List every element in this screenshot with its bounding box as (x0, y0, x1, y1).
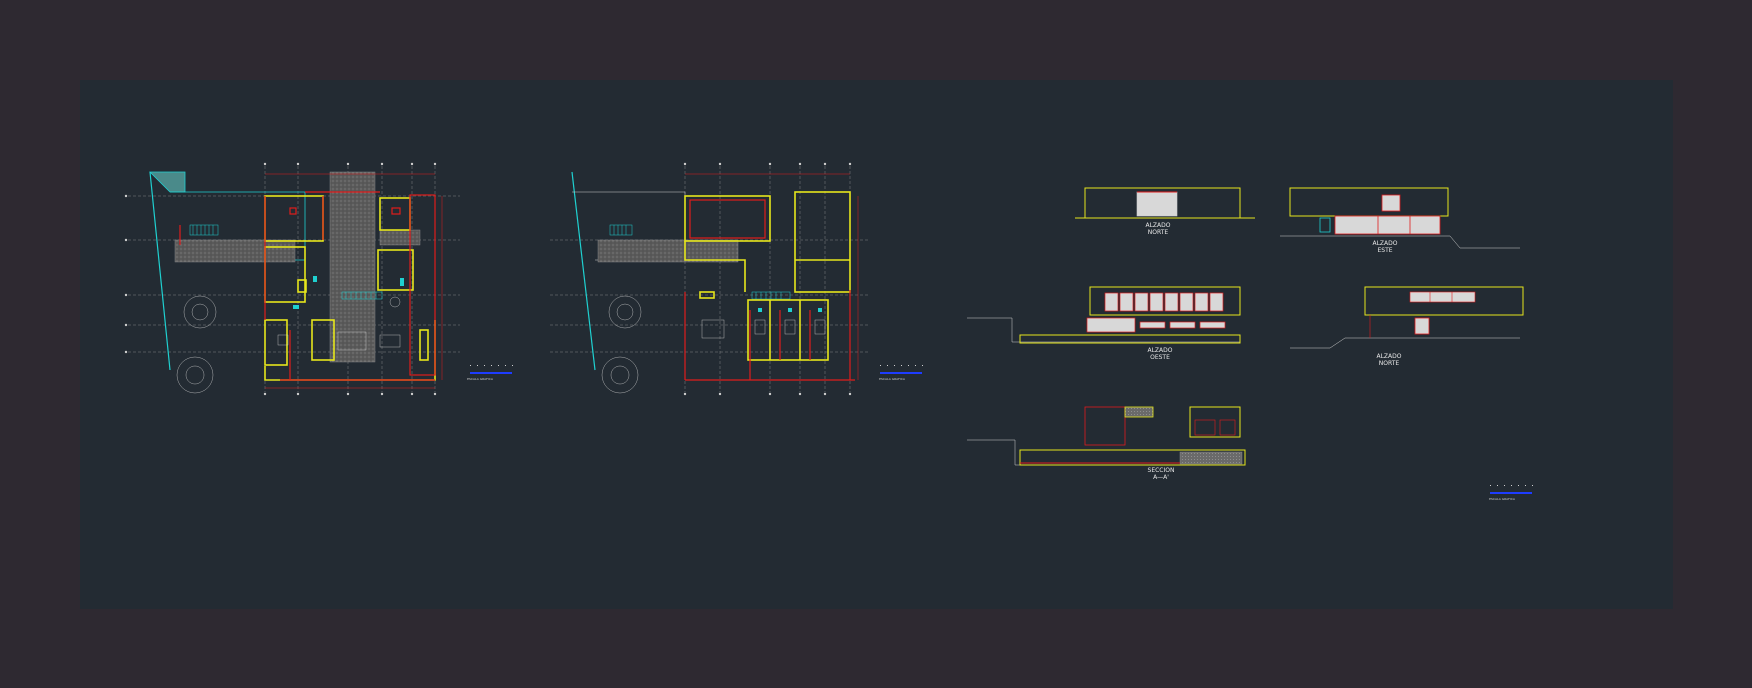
elevation-east-title: ALZADO (1372, 240, 1397, 247)
elevation-west: ALZADO OESTE (967, 286, 1241, 361)
elevation-north-2-title: ALZADO (1376, 353, 1401, 360)
plan-1-scale-label: ESCALA GRAFICA (467, 377, 494, 381)
plan-2-scale-label: ESCALA GRAFICA (879, 377, 906, 381)
section-aa-title: SECCION (1148, 467, 1175, 474)
elevation-west-title: ALZADO (1147, 347, 1172, 354)
elevation-west-subtitle: OESTE (1150, 354, 1170, 361)
elevation-north-2: ALZADO NORTE (1290, 286, 1524, 367)
section-aa-subtitle: A—A' (1153, 474, 1169, 481)
sheet-scale-label: ESCALA GRAFICA (1489, 497, 1516, 501)
elevation-east: ALZADO ESTE (1280, 187, 1520, 254)
elevation-north-1-subtitle: NORTE (1148, 229, 1169, 236)
drawing-sheet: ESCALA GRAFICA (80, 80, 1673, 609)
elevation-north-1: ALZADO NORTE (1075, 187, 1255, 236)
elevation-north-2-subtitle: NORTE (1379, 360, 1400, 367)
elevation-north-1-title: ALZADO (1145, 222, 1170, 229)
floor-plan-ground: ESCALA GRAFICA (124, 162, 513, 396)
elevation-east-subtitle: ESTE (1377, 247, 1392, 254)
section-aa: SECCION A—A' (967, 406, 1246, 481)
sheet-scale-bar: ESCALA GRAFICA (1489, 485, 1533, 501)
cad-drawing: ESCALA GRAFICA (124, 162, 1533, 501)
floor-plan-upper: ESCALA GRAFICA (550, 162, 923, 396)
